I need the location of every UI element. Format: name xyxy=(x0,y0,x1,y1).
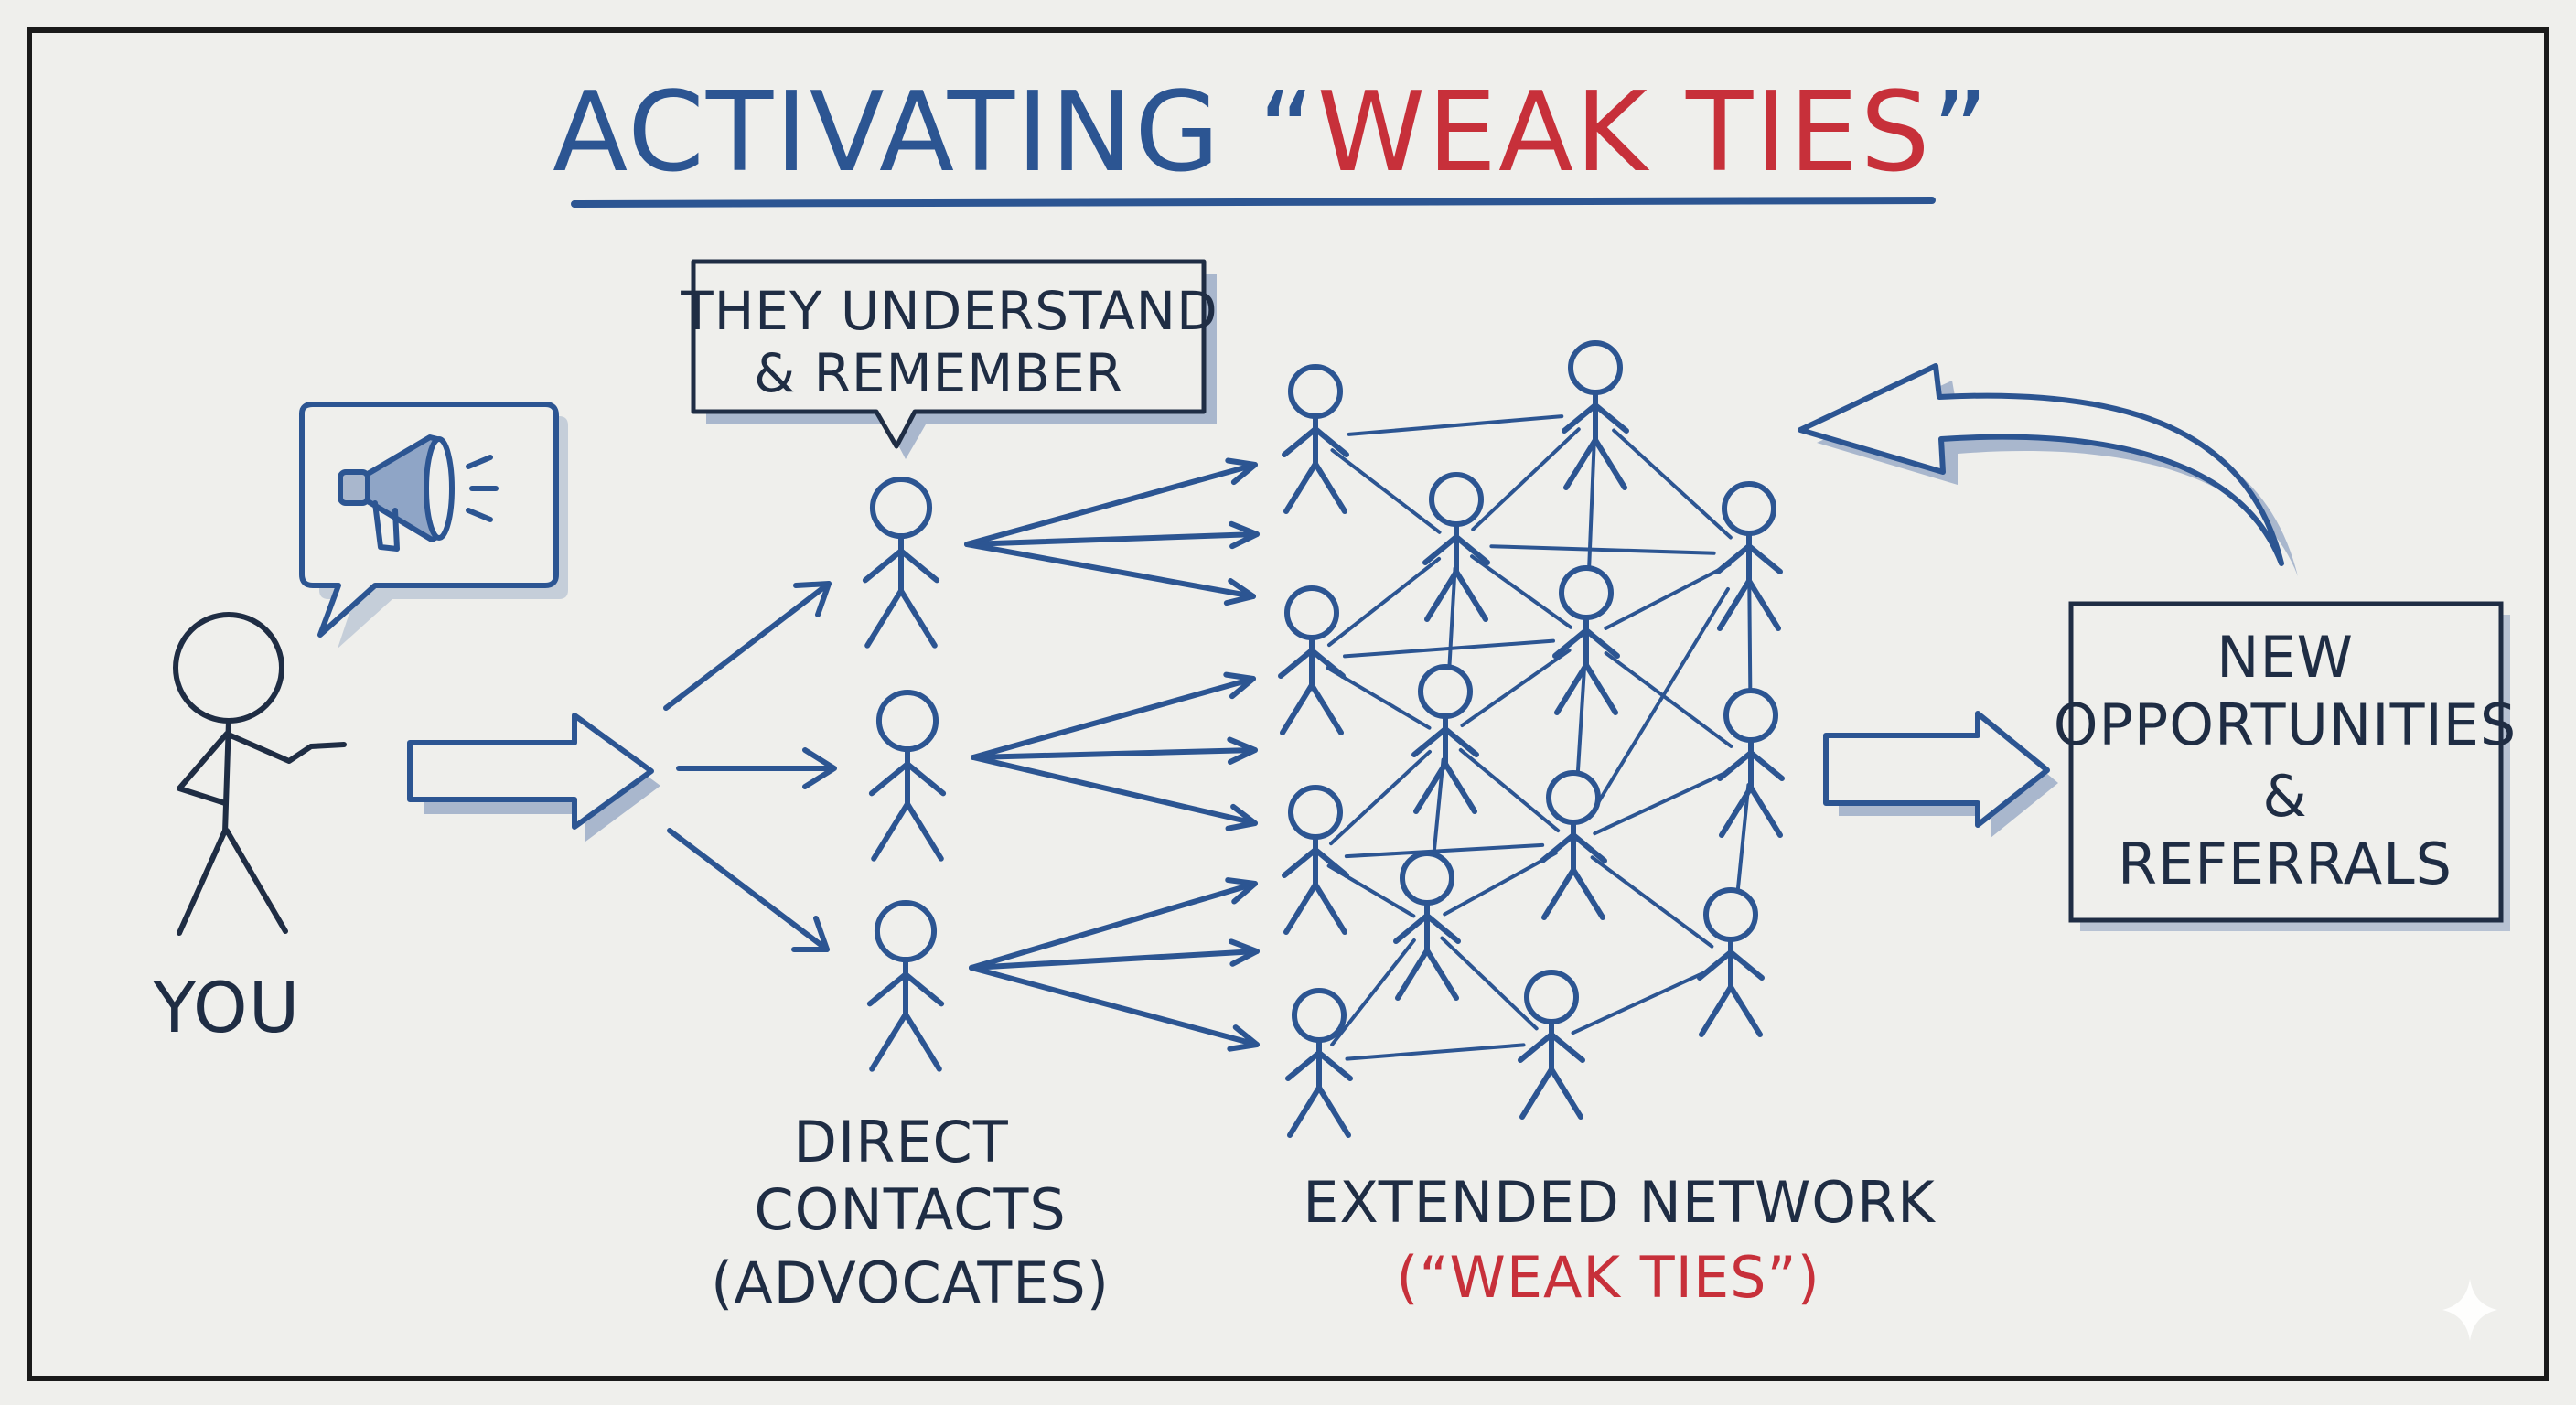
network-link-26 xyxy=(1571,968,1712,1035)
network-link-9 xyxy=(1604,563,1732,630)
direct-contacts-line-3: (ADVOCATES) xyxy=(711,1249,1110,1316)
network-figure-1 xyxy=(1282,364,1349,514)
fan-arrow-1-1 xyxy=(964,462,1258,547)
title-accent: WEAK TIES xyxy=(1317,70,1932,197)
callout-line-2: & REMEMBER xyxy=(754,342,1123,404)
outcome-line-4: REFERRALS xyxy=(2118,831,2453,897)
fan-arrowhead-1-1 xyxy=(1225,457,1258,486)
network-link-13 xyxy=(1460,648,1572,728)
network-link-29 xyxy=(1593,586,1730,811)
diagram-title: ACTIVATING “WEAK TIES” xyxy=(553,70,1991,197)
network-link-14 xyxy=(1604,651,1733,748)
network-figure-14 xyxy=(1518,970,1585,1120)
network-figure-11 xyxy=(1393,851,1461,1001)
network-figure-4 xyxy=(1715,481,1783,631)
network-links xyxy=(1326,414,1753,1061)
outcome-box xyxy=(2068,601,2510,931)
contact-fan-arrows xyxy=(964,457,1260,1052)
network-figure-7 xyxy=(1411,664,1479,814)
network-link-18 xyxy=(1593,768,1732,836)
fan-arrow-3-3 xyxy=(969,965,1260,1047)
block-arrow-right-icon xyxy=(1823,711,2058,838)
network-figure-13 xyxy=(1285,988,1353,1138)
network-link-24 xyxy=(1330,938,1416,1046)
extended-network-line-2: (“WEAK TIES”) xyxy=(1396,1244,1820,1311)
network-link-3 xyxy=(1471,427,1581,531)
callout-box xyxy=(691,259,1217,459)
direct-contacts-line-1: DIRECT xyxy=(793,1109,1009,1175)
outer-frame xyxy=(27,27,2549,1381)
network-figure-2 xyxy=(1562,340,1629,490)
network-figure-6 xyxy=(1552,565,1620,715)
network-figure-5 xyxy=(1278,585,1346,735)
fan-arrowhead-3-1 xyxy=(1225,877,1258,905)
fan-arrow-2-2 xyxy=(971,747,1258,760)
megaphone-icon xyxy=(338,434,499,552)
network-figure-9 xyxy=(1282,785,1349,935)
fan-arrow-3-1 xyxy=(969,881,1258,971)
network-link-2 xyxy=(1330,448,1442,534)
network-link-17 xyxy=(1458,747,1561,833)
block-arrow-left-icon xyxy=(407,713,660,842)
people xyxy=(862,340,1785,1138)
you-label: YOU xyxy=(153,967,301,1048)
fan-arrowhead-1-3 xyxy=(1223,578,1256,606)
network-figure-3 xyxy=(1422,472,1490,622)
network-link-23 xyxy=(1590,855,1714,949)
fan-arrow-1-2 xyxy=(964,531,1260,547)
outcome-line-1: NEW xyxy=(2216,624,2354,691)
curved-arrow-icon xyxy=(1798,363,2298,576)
network-link-1 xyxy=(1347,414,1564,436)
network-link-4 xyxy=(1612,428,1733,540)
fan-arrow-1-3 xyxy=(964,542,1256,599)
title-underline xyxy=(571,197,1936,208)
network-link-22 xyxy=(1443,851,1558,917)
contact-figure-3 xyxy=(866,899,945,1072)
extended-network-line-1: EXTENDED NETWORK xyxy=(1303,1169,1936,1236)
you-figure xyxy=(173,612,347,936)
network-link-27 xyxy=(1345,1043,1526,1061)
fan-arrowhead-2-2 xyxy=(1227,736,1258,765)
title-quote-open: “ xyxy=(1258,70,1316,197)
network-link-7 xyxy=(1470,554,1572,629)
contact-figure-1 xyxy=(862,476,940,649)
network-figure-10 xyxy=(1540,770,1607,920)
outcome-line-3: & xyxy=(2262,763,2307,830)
fan-arrowhead-3-3 xyxy=(1227,1024,1260,1052)
fan-arrow-2-3 xyxy=(971,755,1258,826)
network-link-30 xyxy=(1489,544,1716,555)
fan-arrowhead-2-1 xyxy=(1223,671,1256,700)
fan-arrowhead-1-2 xyxy=(1229,520,1260,550)
network-link-21 xyxy=(1344,842,1545,859)
contact-figure-2 xyxy=(868,689,947,862)
network-link-16 xyxy=(1329,749,1432,846)
sparkle-icon xyxy=(2442,1279,2497,1341)
callout-line-1: THEY UNDERSTAND xyxy=(680,280,1218,342)
title-prefix: ACTIVATING xyxy=(553,70,1258,197)
direct-contacts-line-2: CONTACTS xyxy=(754,1176,1066,1243)
network-figure-8 xyxy=(1717,688,1785,838)
network-link-6 xyxy=(1326,556,1442,648)
fan-arrowhead-2-3 xyxy=(1225,803,1258,831)
outcome-line-2: OPPORTUNITIES xyxy=(2054,692,2517,758)
network-figure-12 xyxy=(1697,887,1765,1037)
fan-arrowhead-3-2 xyxy=(1228,938,1260,967)
title-quote-close: ” xyxy=(1932,70,1991,197)
fan-arrow-2-1 xyxy=(971,676,1256,760)
network-link-12 xyxy=(1343,638,1555,659)
network-link-25 xyxy=(1440,936,1539,1031)
you-to-contacts-arrows xyxy=(663,581,837,952)
fan-arrow-3-2 xyxy=(969,949,1260,971)
